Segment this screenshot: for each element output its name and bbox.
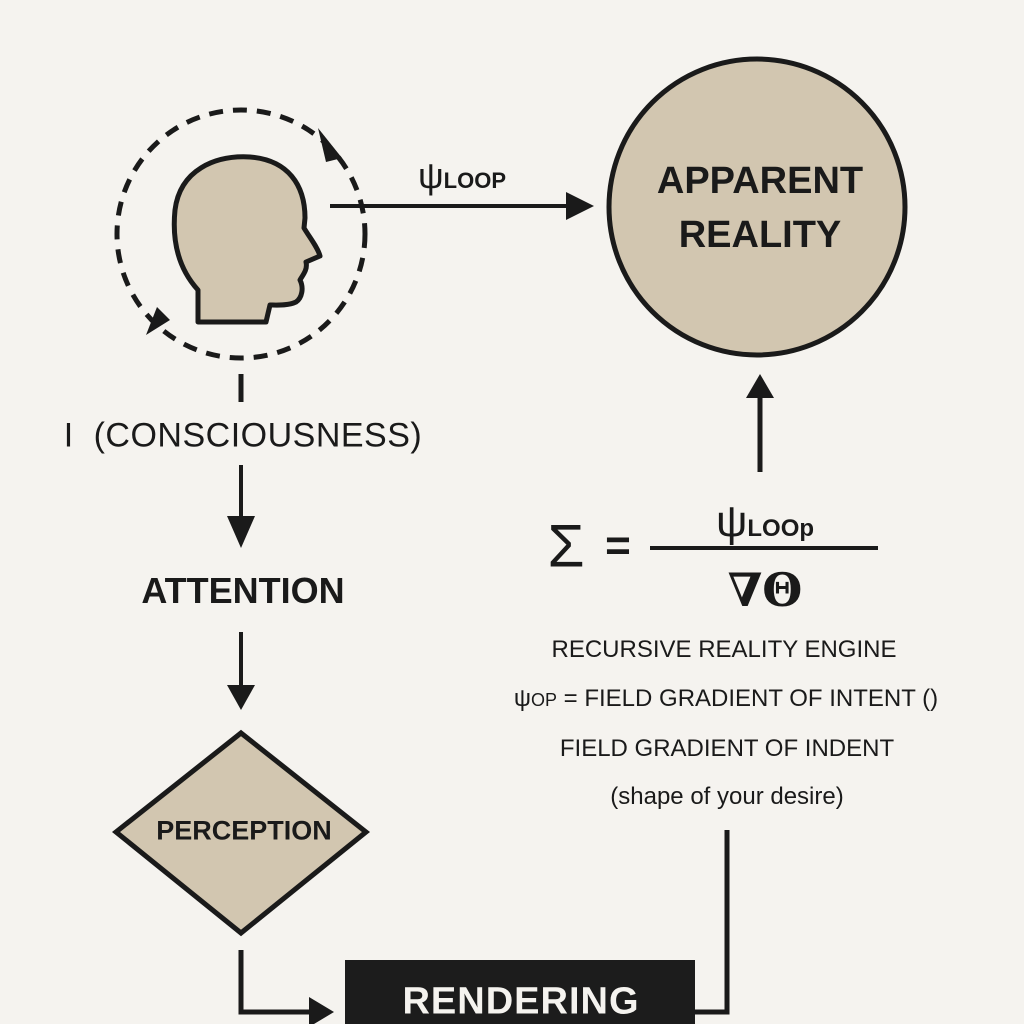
perception-to-rendering-arrowhead: [309, 997, 334, 1024]
head-silhouette-icon: [171, 154, 323, 325]
equation-denominator: ∇Θ: [727, 563, 803, 617]
consciousness-label: I (CONSCIOUSNESS): [63, 416, 423, 455]
loop-label: ψLOOP: [418, 155, 506, 197]
apparent-reality-line2: REALITY: [678, 214, 842, 256]
equation-sigma: Σ: [547, 512, 585, 580]
rendering-to-engine-line: [695, 830, 730, 1015]
perception-to-rendering-arrow: [238, 950, 320, 1015]
apparent-reality-line1: APPARENT: [656, 160, 864, 202]
psi-symbol: ψ: [417, 155, 444, 196]
perception-label: PERCEPTION: [156, 815, 332, 846]
apparent-reality-node[interactable]: [606, 56, 908, 358]
apparent-reality-label: APPARENT REALITY: [657, 154, 863, 262]
numerator-psi: ψ: [715, 497, 748, 546]
engine-caption: RECURSIVE REALITY ENGINE: [551, 636, 897, 663]
intent-psi: ψ: [513, 685, 531, 712]
numerator-subscript: LOOp: [747, 515, 815, 542]
equation-equals: =: [605, 521, 631, 570]
indent-caption: FIELD GRADIENT OF INDENT: [559, 735, 895, 762]
attention-label: ATTENTION: [141, 570, 345, 611]
equation-numerator: ψLOOp: [716, 497, 814, 547]
consciousness-to-attention-arrowhead: [227, 516, 255, 548]
intent-definition: ψOP = FIELD GRADIENT OF INTENT (): [514, 685, 938, 713]
loop-arrowhead-top: [318, 128, 342, 162]
dashed-loop-icon: [114, 107, 368, 361]
perception-node[interactable]: [111, 729, 371, 937]
attention-to-perception-arrowhead: [227, 685, 255, 710]
loop-arrowhead-bottom: [146, 307, 170, 335]
loop-subscript: LOOP: [443, 168, 507, 193]
rendering-node[interactable]: [345, 960, 695, 1024]
intent-text: = FIELD GRADIENT OF INTENT (): [556, 685, 939, 712]
loop-to-reality-arrowhead: [566, 192, 594, 220]
intent-subscript: OP: [530, 690, 557, 710]
desire-caption: (shape of your desire): [610, 783, 844, 810]
rendering-label: RENDERING: [402, 980, 640, 1023]
engine-to-reality-arrowhead: [746, 374, 774, 398]
